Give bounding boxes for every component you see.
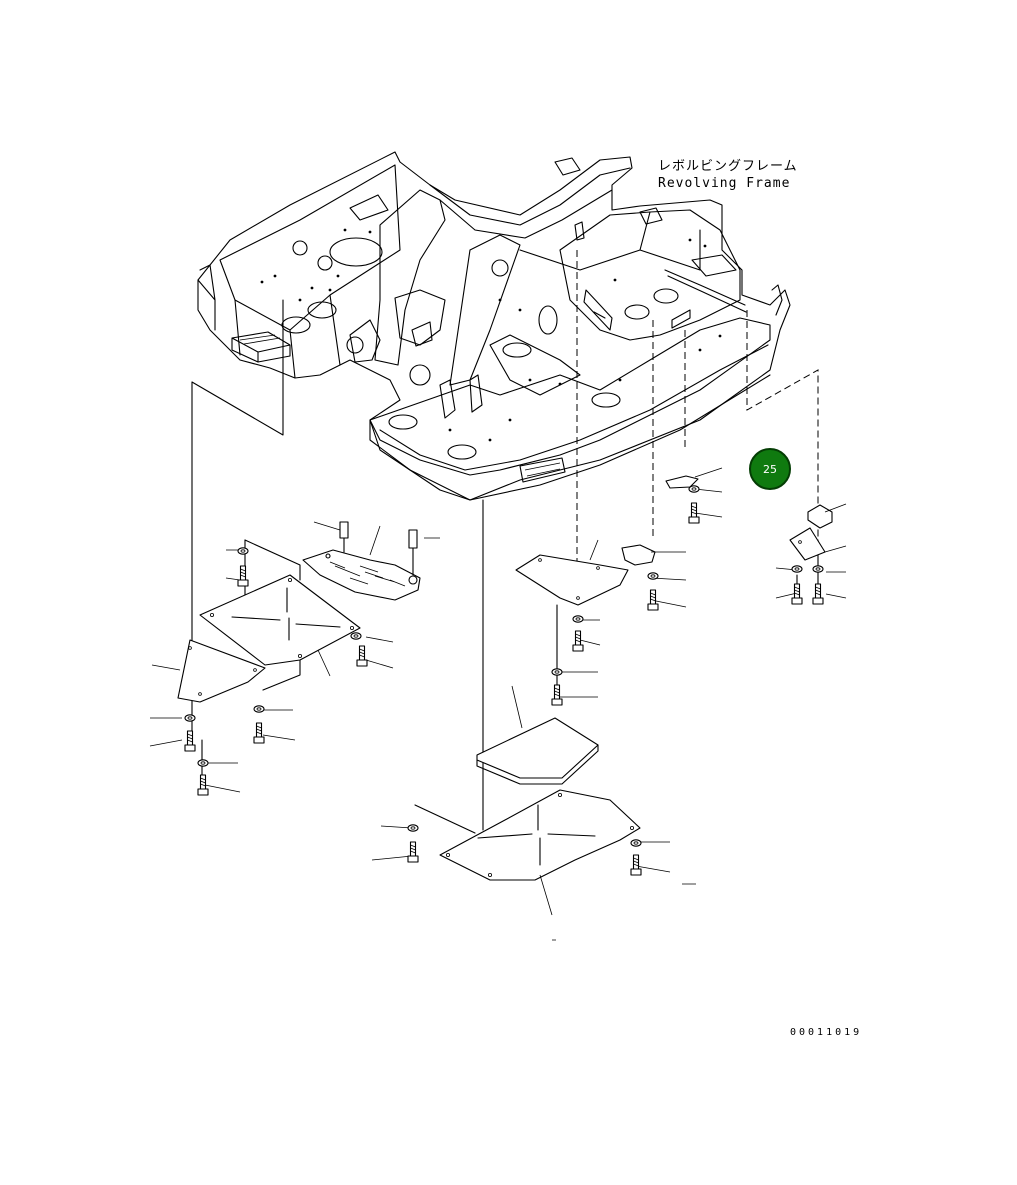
washer-hole — [691, 487, 697, 491]
washer-hole — [353, 634, 359, 638]
fasteners — [184, 485, 824, 876]
washer-hole — [200, 761, 206, 765]
bolt — [184, 730, 196, 752]
center-cap — [621, 475, 699, 566]
left-small-plate — [177, 639, 266, 703]
bolt — [197, 774, 209, 796]
washer-hole — [256, 707, 262, 711]
callout-badge[interactable]: 25 — [749, 448, 791, 490]
bolt — [253, 722, 265, 744]
bolt — [812, 583, 824, 605]
washer — [812, 565, 824, 573]
washer — [197, 759, 209, 767]
washer — [350, 632, 362, 640]
washer-hole — [410, 826, 416, 830]
washer-hole — [240, 549, 246, 553]
bolt — [688, 502, 700, 524]
right-bracket — [789, 504, 833, 561]
bolt — [572, 630, 584, 652]
washer — [551, 668, 563, 676]
washer-hole — [794, 567, 800, 571]
washer-hole — [633, 841, 639, 845]
washer-hole — [575, 617, 581, 621]
bolt — [630, 854, 642, 876]
bolt — [356, 645, 368, 667]
washer — [253, 705, 265, 713]
washer — [688, 485, 700, 493]
bolt — [647, 589, 659, 611]
washer-hole — [187, 716, 193, 720]
drawing-code: 00011019 — [790, 1027, 862, 1038]
left-main-plate — [199, 574, 361, 666]
frame-label-english: Revolving Frame — [658, 176, 790, 191]
center-floor-plate — [476, 717, 599, 785]
bolt — [237, 565, 249, 587]
washer-hole — [554, 670, 560, 674]
bottom-under-cover — [439, 789, 641, 881]
revolving-frame — [197, 151, 791, 501]
frame-label-japanese: レボルビングフレーム — [658, 159, 798, 174]
leader-lines — [149, 467, 847, 941]
washer — [237, 547, 249, 555]
washer — [647, 572, 659, 580]
assembly-lines — [191, 250, 819, 834]
bolt — [407, 841, 419, 863]
washer — [572, 615, 584, 623]
bolt — [551, 684, 563, 706]
frame-label: レボルビングフレーム Revolving Frame — [658, 159, 798, 191]
bolt — [791, 583, 803, 605]
center-plate — [515, 554, 629, 606]
washer-hole — [650, 574, 656, 578]
washer — [630, 839, 642, 847]
washer — [791, 565, 803, 573]
washer — [184, 714, 196, 722]
callout-number: 25 — [763, 463, 777, 476]
washer — [407, 824, 419, 832]
left-upper-cover — [302, 521, 421, 601]
washer-hole — [815, 567, 821, 571]
